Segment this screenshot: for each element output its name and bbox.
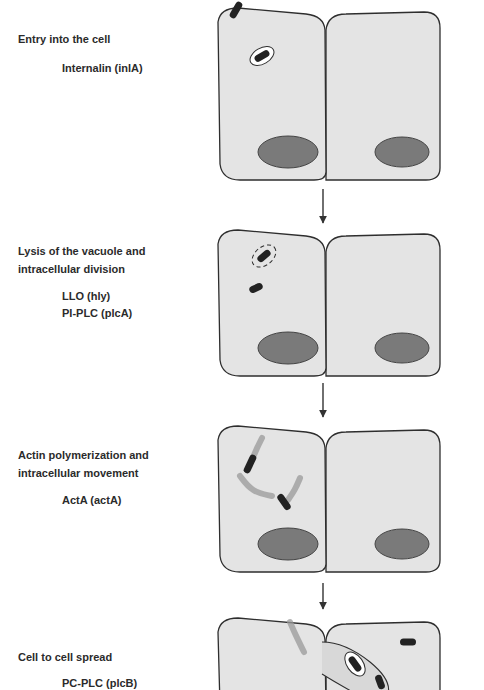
listeria-bacterium [248,282,264,294]
listeria-bacterium [341,648,370,679]
nucleus [258,528,318,560]
bacterium-body [253,49,270,63]
listeria-bacterium [243,453,258,474]
stage-panel: Cell to cell spreadPC-PLC (plcB) [0,612,484,690]
membrane-protrusion [322,642,389,690]
listeria-bacterium [276,493,292,512]
nucleus [258,332,318,364]
cell-illustration [0,0,484,186]
listeria-bacterium [400,639,416,646]
nucleus [258,136,318,168]
stage-label: Actin polymerization and intracellular m… [18,446,186,509]
host-cell [218,426,326,572]
listeria-bacterium [248,240,280,271]
bacterium-body [374,674,386,690]
actin-tail [288,478,300,500]
stage-arrow [322,383,323,417]
bacterium-body [243,453,258,474]
stage-heading: Actin polymerization and intracellular m… [18,446,186,482]
listeria-bacterium [374,674,386,690]
host-cell [326,12,440,180]
nucleus [375,529,429,559]
stage-panel: Lysis of the vacuole and intracellular d… [0,226,484,380]
bacterium-body [400,639,416,646]
host-cell [326,234,440,376]
actin-tail [290,622,304,652]
gene-product: LLO (hly) [62,288,186,305]
stage-arrow [322,583,323,609]
stage-heading: Entry into the cell [18,30,143,48]
nucleus [375,137,429,167]
lysed-vacuole [248,240,280,271]
gene-product: PI-PLC (plcA) [62,305,186,322]
stage-heading: Lysis of the vacuole and intracellular d… [18,242,186,278]
bacterium-body [248,282,264,294]
listeria-bacterium [228,0,243,19]
stage-arrow [322,189,323,223]
actin-tail [240,476,272,496]
nucleus [375,333,429,363]
stage-heading: Cell to cell spread [18,648,137,666]
vacuole [247,43,278,70]
gene-product: ActA (actA) [62,492,186,509]
bacterium-body [256,248,272,263]
host-cell [218,230,326,376]
listeria-bacterium [247,43,278,70]
stage-label: Cell to cell spreadPC-PLC (plcB) [18,648,137,690]
stage-panel: Entry into the cellInternalin (inlA) [0,0,484,186]
gene-product: Internalin (inlA) [62,60,143,77]
bacterium-body [276,493,292,512]
stage-label: Entry into the cellInternalin (inlA) [18,30,143,77]
vacuole [341,648,370,679]
stage-label: Lysis of the vacuole and intracellular d… [18,242,186,322]
stage-panel: Actin polymerization and intracellular m… [0,420,484,580]
gene-product: PC-PLC (plcB) [62,675,137,690]
host-cell [218,8,326,180]
bacterium-body [228,0,243,19]
host-cell [326,430,440,572]
host-cell [218,618,326,690]
bacterium-body [347,655,362,673]
